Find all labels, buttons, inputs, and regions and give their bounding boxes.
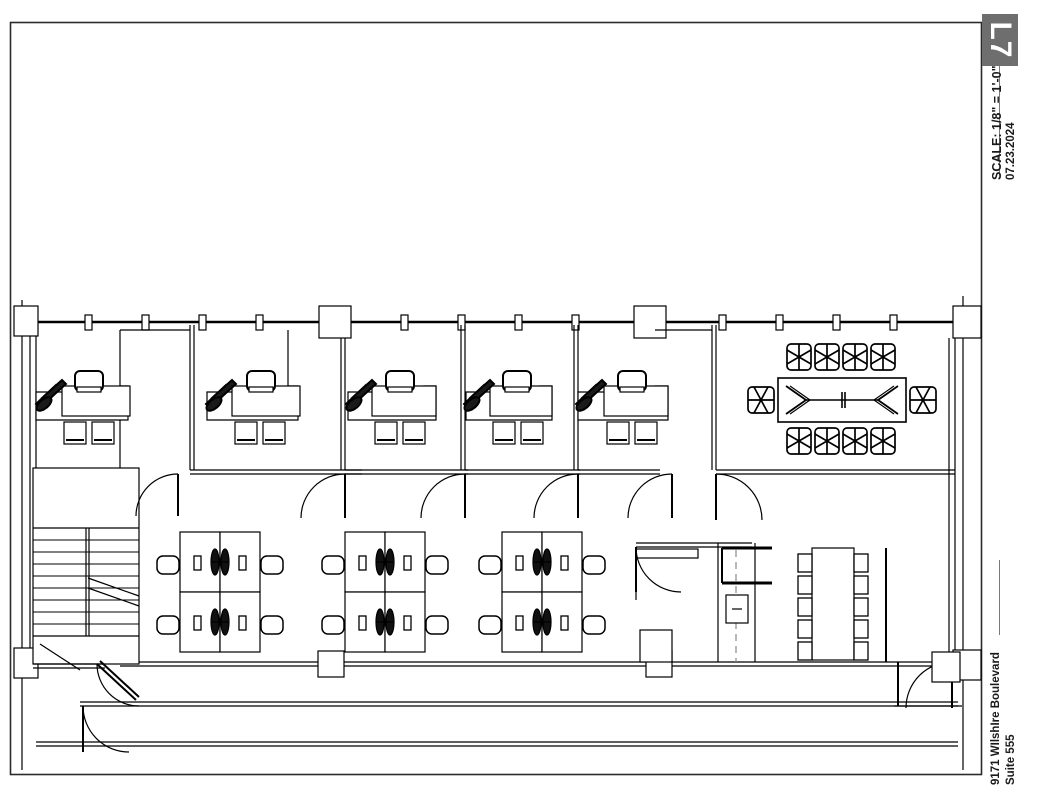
scale-note: SCALE: 1/8" = 1'-0" — [990, 65, 1004, 180]
sheet-number-badge: L7 — [982, 14, 1018, 66]
door-swings — [82, 473, 953, 753]
corridor-south-wall — [36, 701, 958, 747]
southeast-partitions — [894, 651, 962, 707]
exterior-wall-east — [948, 296, 964, 770]
office-furniture-5 — [574, 370, 669, 445]
break-room-table — [797, 547, 887, 662]
office-furniture-1 — [34, 370, 131, 445]
issue-date: 07.23.2024 — [1005, 122, 1017, 180]
interior-wall-south — [120, 661, 955, 667]
project-address-line2: Suite 555 — [1005, 734, 1017, 786]
project-address-line1: 9171 WIlshIre Boulevard — [990, 652, 1002, 785]
pantry-area — [635, 542, 772, 663]
sheet-number: L7 — [984, 21, 1017, 59]
title-block: L7 SCALE: 1/8" = 1'-0" 07.23.2024 9171 W… — [977, 0, 1037, 795]
stairwell — [32, 467, 140, 671]
window-mullions — [84, 314, 898, 331]
office-furniture-4 — [462, 370, 553, 445]
conference-chairs — [747, 343, 937, 455]
workstation-cluster-2 — [321, 531, 449, 653]
workstation-cluster-1 — [156, 531, 284, 653]
conference-table — [777, 377, 907, 423]
badge-leader-line — [999, 66, 1000, 178]
address-leader-line — [999, 560, 1000, 635]
office-furniture-2 — [204, 370, 301, 445]
office-furniture-3 — [344, 370, 437, 445]
sheet-border — [9, 21, 983, 776]
workstation-cluster-3 — [478, 531, 606, 653]
